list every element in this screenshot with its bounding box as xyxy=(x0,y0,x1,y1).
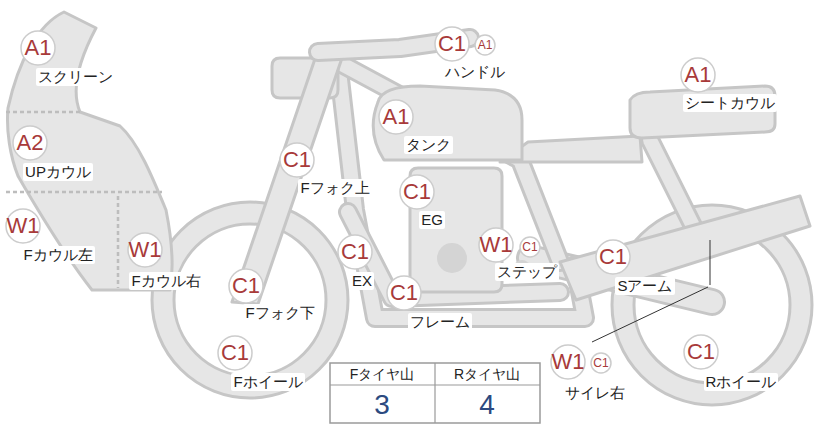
part-name: Fフォク上 xyxy=(298,179,371,196)
engine-cover xyxy=(437,243,467,273)
fairing-section-line xyxy=(6,112,162,288)
callout-circle: W1サイレ右 xyxy=(550,344,586,380)
callout-code: A1 xyxy=(680,57,716,93)
part-name: EG xyxy=(419,211,445,228)
callout-code: A1 xyxy=(378,99,414,135)
callout-circle: A1タンク xyxy=(378,99,414,135)
table-value: 4 xyxy=(479,391,495,419)
callout-circle: C1Fフォク下 xyxy=(228,268,264,304)
part-name: EX xyxy=(350,272,374,289)
callout-circle: C1Fホイール xyxy=(217,335,253,371)
callout-circle: C1 xyxy=(590,352,612,374)
table-header: Fタイヤ山 xyxy=(350,367,415,381)
callout-circle: C1ハンドル xyxy=(434,26,470,62)
table-header: Rタイヤ山 xyxy=(454,367,520,381)
part-name: スクリーン xyxy=(36,68,115,85)
fairing xyxy=(7,12,172,290)
callout-circle: C1Sアーム xyxy=(595,239,631,275)
frame-lower xyxy=(338,62,585,318)
part-name: ハンドル xyxy=(443,63,507,80)
callout-circle: A1 xyxy=(474,34,496,56)
callout-circle: C1フレーム xyxy=(386,275,422,311)
callout-code: W1 xyxy=(127,232,163,268)
callout-circle: A2UPカウル xyxy=(12,125,48,161)
part-name: UPカウル xyxy=(23,163,93,180)
silencer xyxy=(560,196,810,300)
front-fork xyxy=(232,50,342,304)
callout-code: W1 xyxy=(550,344,586,380)
callout-code: C1 xyxy=(279,142,315,178)
callout-circle: C1Rホイール xyxy=(683,334,719,370)
callout-code: C1 xyxy=(434,26,470,62)
leader-line xyxy=(592,240,710,342)
part-name: フレーム xyxy=(408,313,472,330)
part-name: Fカウル右 xyxy=(129,272,202,289)
callout-code: C1 xyxy=(386,275,422,311)
callout-code: C1 xyxy=(590,352,612,374)
callout-circle: C1Fフォク上 xyxy=(279,142,315,178)
callout-code: W1 xyxy=(5,208,41,244)
table-grid xyxy=(330,363,540,423)
callout-circle: W1Fカウル左 xyxy=(5,208,41,244)
callout-circle: W1Fカウル右 xyxy=(127,232,163,268)
part-name: サイレ右 xyxy=(563,384,627,401)
callout-code: C1 xyxy=(683,334,719,370)
callout-code: A2 xyxy=(12,125,48,161)
wheel-tire xyxy=(152,202,348,398)
fuel-tank xyxy=(373,86,522,160)
part-name: Sアーム xyxy=(615,277,674,294)
callout-code: C1 xyxy=(228,268,264,304)
callout-code: C1 xyxy=(399,174,435,210)
callout-code: C1 xyxy=(217,335,253,371)
part-name: Rホイール xyxy=(704,373,779,390)
tire-table xyxy=(330,363,540,423)
callout-code: C1 xyxy=(337,234,373,270)
callout-code: A1 xyxy=(474,34,496,56)
part-name: シートカウル xyxy=(683,94,777,111)
callout-circle: A1スクリーン xyxy=(20,30,56,66)
table-value: 3 xyxy=(374,391,390,419)
callout-code: W1 xyxy=(478,227,514,263)
callout-circle: C1 xyxy=(519,236,541,258)
callout-code: C1 xyxy=(595,239,631,275)
callout-circle: C1EX xyxy=(337,234,373,270)
callout-circle: W1ステップ xyxy=(478,227,514,263)
part-name: タンク xyxy=(404,136,453,153)
part-name: Fホイール xyxy=(231,373,304,390)
callout-code: C1 xyxy=(519,236,541,258)
part-name: ステップ xyxy=(495,263,559,280)
part-name: Fフォク下 xyxy=(243,304,316,321)
callout-circle: C1EG xyxy=(399,174,435,210)
part-name: Fカウル左 xyxy=(21,246,94,263)
callout-circle: A1シートカウル xyxy=(680,57,716,93)
callout-code: A1 xyxy=(20,30,56,66)
